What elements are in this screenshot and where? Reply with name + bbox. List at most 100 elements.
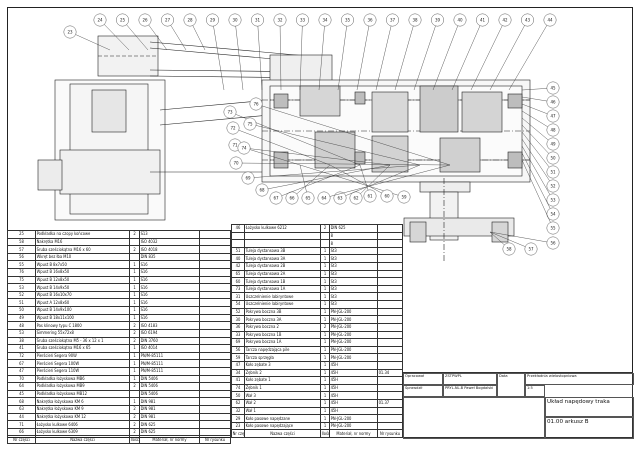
table-cell <box>199 420 231 429</box>
table-cell <box>377 239 403 248</box>
table-row: 8 <box>231 239 403 248</box>
table-cell: 1 <box>320 391 330 400</box>
svg-text:55: 55 <box>550 226 556 231</box>
table-cell: PN-JGL-200 <box>329 338 378 347</box>
svg-text:56: 56 <box>550 241 556 246</box>
callout-72: 72 <box>226 121 331 166</box>
table-header-cell: Ilość <box>320 429 330 439</box>
callout-65: 65 <box>299 164 315 205</box>
table-cell <box>199 344 231 353</box>
table-cell <box>199 359 231 368</box>
table-cell: 60 <box>231 277 245 286</box>
svg-text:35: 35 <box>345 18 351 23</box>
table-cell: Koło zębate 3 <box>244 360 321 370</box>
table-cell: 45H <box>329 383 378 393</box>
table-cell: 68 <box>7 397 36 406</box>
svg-text:64: 64 <box>321 196 327 201</box>
table-cell <box>377 414 403 423</box>
table-cell: 1 <box>320 360 330 370</box>
table-cell <box>199 405 231 414</box>
table-cell <box>377 224 403 233</box>
table-cell: 40 <box>231 254 245 264</box>
svg-text:26: 26 <box>142 18 148 23</box>
callout-63: 63 <box>333 164 421 205</box>
table-cell: Pokrywa bocznа 3B <box>244 307 321 317</box>
table-cell: Pierścień Segera 100W <box>35 359 130 368</box>
table-cell: 1 <box>129 366 140 376</box>
callout-54: 54 <box>521 152 560 221</box>
table-header-cell: Nr części <box>231 429 245 439</box>
table-cell: 58 <box>7 237 36 247</box>
table-cell: DIN 981 <box>139 412 200 422</box>
svg-text:43: 43 <box>525 18 531 23</box>
table-cell: 2 <box>129 382 140 391</box>
table-cell: 01.37 <box>377 399 403 408</box>
table-cell: DIN 5406 <box>139 389 200 399</box>
table-cell <box>199 382 231 391</box>
table-cell: St3 <box>329 284 378 294</box>
table-cell: 1 <box>320 246 330 256</box>
callout-75: 75 <box>243 117 421 166</box>
table-cell: 64 <box>7 382 36 391</box>
callout-33: 33 <box>296 13 309 91</box>
table-cell: 41 <box>231 376 245 385</box>
table-cell: 1 <box>320 353 330 362</box>
table-cell <box>199 252 231 262</box>
table-cell: 76 <box>7 268 36 277</box>
svg-text:65: 65 <box>305 196 311 201</box>
table-cell: DIN 625 <box>139 427 200 437</box>
table-row: 8 <box>231 231 403 241</box>
callout-64: 64 <box>317 164 451 205</box>
table-cell <box>199 389 231 399</box>
table-cell: 74 <box>231 383 245 393</box>
callout-49: 49 <box>521 117 560 151</box>
svg-text:75: 75 <box>247 122 253 127</box>
callout-50: 50 <box>521 124 560 165</box>
table-cell <box>199 230 231 239</box>
callout-56: 56 <box>489 231 560 250</box>
svg-text:74: 74 <box>241 146 247 151</box>
table-cell <box>199 268 231 277</box>
table-cell: 50 <box>231 391 245 400</box>
table-cell <box>377 300 403 309</box>
table-cell: 56 <box>231 345 245 355</box>
table-cell: St3 <box>329 254 378 264</box>
table-cell: 1 <box>129 268 140 277</box>
table-cell: 1 <box>320 269 330 279</box>
table-cell: 1 <box>320 300 330 309</box>
table-cell: Wpust A 12x8x60 <box>35 298 130 308</box>
table-cell: 54 <box>231 300 245 309</box>
svg-text:37: 37 <box>390 18 396 23</box>
callout-32: 32 <box>273 13 287 91</box>
callout-37: 37 <box>375 13 399 91</box>
svg-text:48: 48 <box>550 128 556 133</box>
table-cell: St3 <box>329 246 378 256</box>
callout-52: 52 <box>521 138 560 193</box>
svg-text:62: 62 <box>353 196 359 201</box>
table-cell <box>199 237 231 247</box>
table-cell: Nakrętka M16 <box>35 237 130 247</box>
svg-text:52: 52 <box>550 184 556 189</box>
table-cell: 47 <box>7 366 36 376</box>
callout-29: 29 <box>206 13 225 91</box>
svg-text:71: 71 <box>232 143 238 148</box>
table-cell <box>377 353 403 362</box>
table-cell: 2 <box>320 224 330 233</box>
table-cell: Wpust B 14x9x100 <box>35 306 130 315</box>
